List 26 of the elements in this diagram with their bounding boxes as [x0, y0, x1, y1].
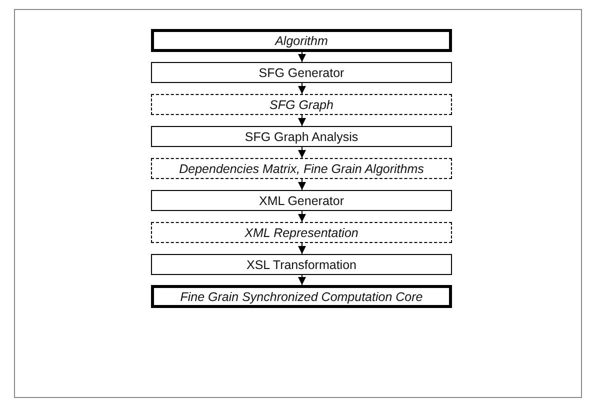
input-output-box — [151, 29, 452, 52]
box-label: SFG Graph — [270, 98, 334, 112]
arrow — [298, 242, 306, 254]
box-label: Algorithm — [275, 34, 328, 48]
data-box — [151, 222, 452, 243]
arrow — [298, 114, 306, 126]
arrow — [298, 146, 306, 158]
process-box — [151, 254, 452, 275]
arrow — [298, 210, 306, 222]
box-label: XML Generator — [259, 194, 344, 208]
box-label: SFG Graph Analysis — [244, 130, 358, 144]
box-label: Dependencies Matrix, Fine Grain Algorithms — [179, 162, 424, 176]
arrow — [298, 52, 306, 62]
box-label: SFG Generator — [258, 66, 344, 80]
process-box — [151, 62, 452, 83]
process-box — [151, 126, 452, 147]
input-output-box — [151, 285, 452, 308]
box-label: Fine Grain Synchronized Computation Core — [180, 290, 423, 304]
arrow — [298, 178, 306, 190]
box-label: XML Representation — [244, 226, 358, 240]
data-box — [151, 158, 452, 179]
data-box — [151, 94, 452, 115]
arrow — [298, 274, 306, 286]
box-label: XSL Transformation — [246, 258, 356, 272]
process-box — [151, 190, 452, 211]
arrow — [298, 82, 306, 94]
